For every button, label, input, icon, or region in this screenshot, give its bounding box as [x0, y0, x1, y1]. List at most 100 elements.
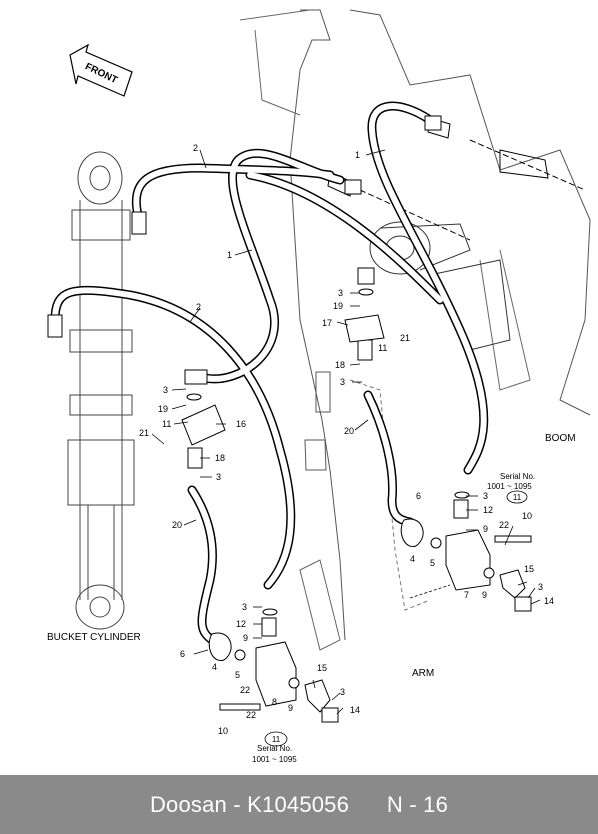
arm-label: ARM: [412, 668, 434, 679]
callout: 3: [538, 582, 543, 592]
callout: 20: [172, 520, 182, 530]
serial-badge: 11: [513, 493, 522, 502]
o-ring: [358, 288, 374, 296]
o-ring: [288, 677, 300, 689]
callout: 6: [416, 491, 421, 501]
elbow-15: [499, 569, 526, 599]
elbow-fitting: [184, 369, 208, 385]
boom-outline: [289, 9, 346, 641]
fittings: [47, 115, 532, 723]
callout: 18: [335, 360, 345, 370]
footer-caption: Doosan - K1045056 N - 16: [149, 791, 449, 817]
serial-note-upper: 11 Serial No. 1001 ~ 1095: [487, 472, 535, 504]
callout: 1: [355, 150, 360, 160]
bolt-10: [219, 703, 261, 711]
callout: 2: [196, 302, 201, 312]
callout: 3: [340, 687, 345, 697]
callout: 9: [483, 524, 488, 534]
callout: 19: [158, 404, 168, 414]
callout: 7: [464, 590, 469, 600]
o-ring: [234, 649, 246, 661]
callout: 10: [522, 511, 532, 521]
adapter: [261, 617, 277, 637]
adapter: [187, 447, 203, 469]
callout: 3: [483, 491, 488, 501]
callout: 10: [218, 726, 228, 736]
arm-frame: [349, 379, 431, 611]
o-ring: [430, 537, 442, 549]
o-ring: [483, 567, 495, 579]
part-callouts: 2 1 1 2 3 19 11 16 21 18 3 20 3 19 17 21…: [139, 143, 554, 736]
adapter: [357, 339, 373, 361]
callout: 4: [212, 662, 217, 672]
boom-right: [349, 9, 591, 416]
serial-line1: Serial No.: [500, 472, 535, 481]
hoses: [50, 101, 489, 645]
o-ring: [262, 608, 278, 616]
bucket-cylinder-label: BUCKET CYLINDER: [47, 632, 141, 643]
callout: 3: [242, 602, 247, 612]
arm-plate: [299, 559, 341, 651]
callout: 4: [410, 554, 415, 564]
cap-14: [514, 596, 532, 612]
callout: 22: [246, 710, 256, 720]
boom-plate: [239, 9, 311, 116]
serial-note-lower: 11 Serial No. 1001 ~ 1095: [252, 731, 297, 764]
bucket-cylinder: [67, 151, 135, 630]
serial-badge: 11: [272, 735, 281, 744]
callout: 19: [333, 301, 343, 311]
callout: 22: [499, 520, 509, 530]
callout: 20: [344, 426, 354, 436]
hose-2-lower: [50, 285, 296, 590]
hose-end-fitting: [424, 115, 442, 131]
callout: 5: [235, 670, 240, 680]
boom-label: BOOM: [545, 433, 576, 444]
callout: 22: [240, 685, 250, 695]
bracket-16: [181, 404, 226, 446]
callout: 9: [482, 590, 487, 600]
hose-end-fitting: [131, 211, 147, 235]
side-bracket: [304, 371, 331, 471]
callout: 11: [378, 343, 387, 353]
hose-assembly-drawing: FRONT BOOM ARM BUCKET CYLINDER 11 Serial…: [47, 9, 591, 764]
o-ring: [186, 393, 202, 401]
upper-pipe-fittings: [327, 117, 586, 241]
hose-end-fitting: [47, 314, 63, 338]
valve-block-7-8: [255, 641, 297, 707]
callout: 3: [340, 377, 345, 387]
bracket-17: [344, 314, 385, 343]
o-ring: [454, 491, 470, 499]
callout: 5: [430, 558, 435, 568]
elbow-fitting: [357, 267, 375, 285]
parts-diagram: FRONT BOOM ARM BUCKET CYLINDER 11 Serial…: [47, 9, 591, 764]
callout: 1: [227, 250, 232, 260]
cap-14: [321, 707, 339, 723]
callout: 16: [236, 419, 246, 429]
callout: 14: [544, 596, 554, 606]
serial-line1: Serial No.: [257, 744, 292, 753]
clamp-4: [400, 518, 424, 547]
front-arrow: FRONT: [69, 43, 133, 97]
page-footer: Doosan - K1045056 N - 16: [0, 775, 598, 834]
clamp-4: [208, 632, 232, 661]
serial-line2: 1001 ~ 1095: [487, 482, 532, 491]
elbow-15: [304, 679, 331, 713]
callout: 8: [272, 697, 277, 707]
callout: 17: [322, 318, 332, 328]
callout: 6: [180, 649, 185, 659]
callout: 15: [317, 663, 327, 673]
callout: 2: [193, 143, 198, 153]
callout: 21: [139, 428, 149, 438]
callout: 14: [350, 705, 360, 715]
callout: 15: [524, 564, 534, 574]
callout: 3: [338, 288, 343, 298]
callout: 18: [215, 453, 225, 463]
callout: 11: [162, 419, 171, 429]
callout: 3: [163, 385, 168, 395]
boom-lower: [479, 249, 531, 391]
callout: 3: [216, 472, 221, 482]
callout: 12: [236, 619, 246, 629]
hose-end-fitting: [344, 179, 362, 195]
callout: 9: [243, 633, 248, 643]
adapter: [453, 499, 469, 519]
